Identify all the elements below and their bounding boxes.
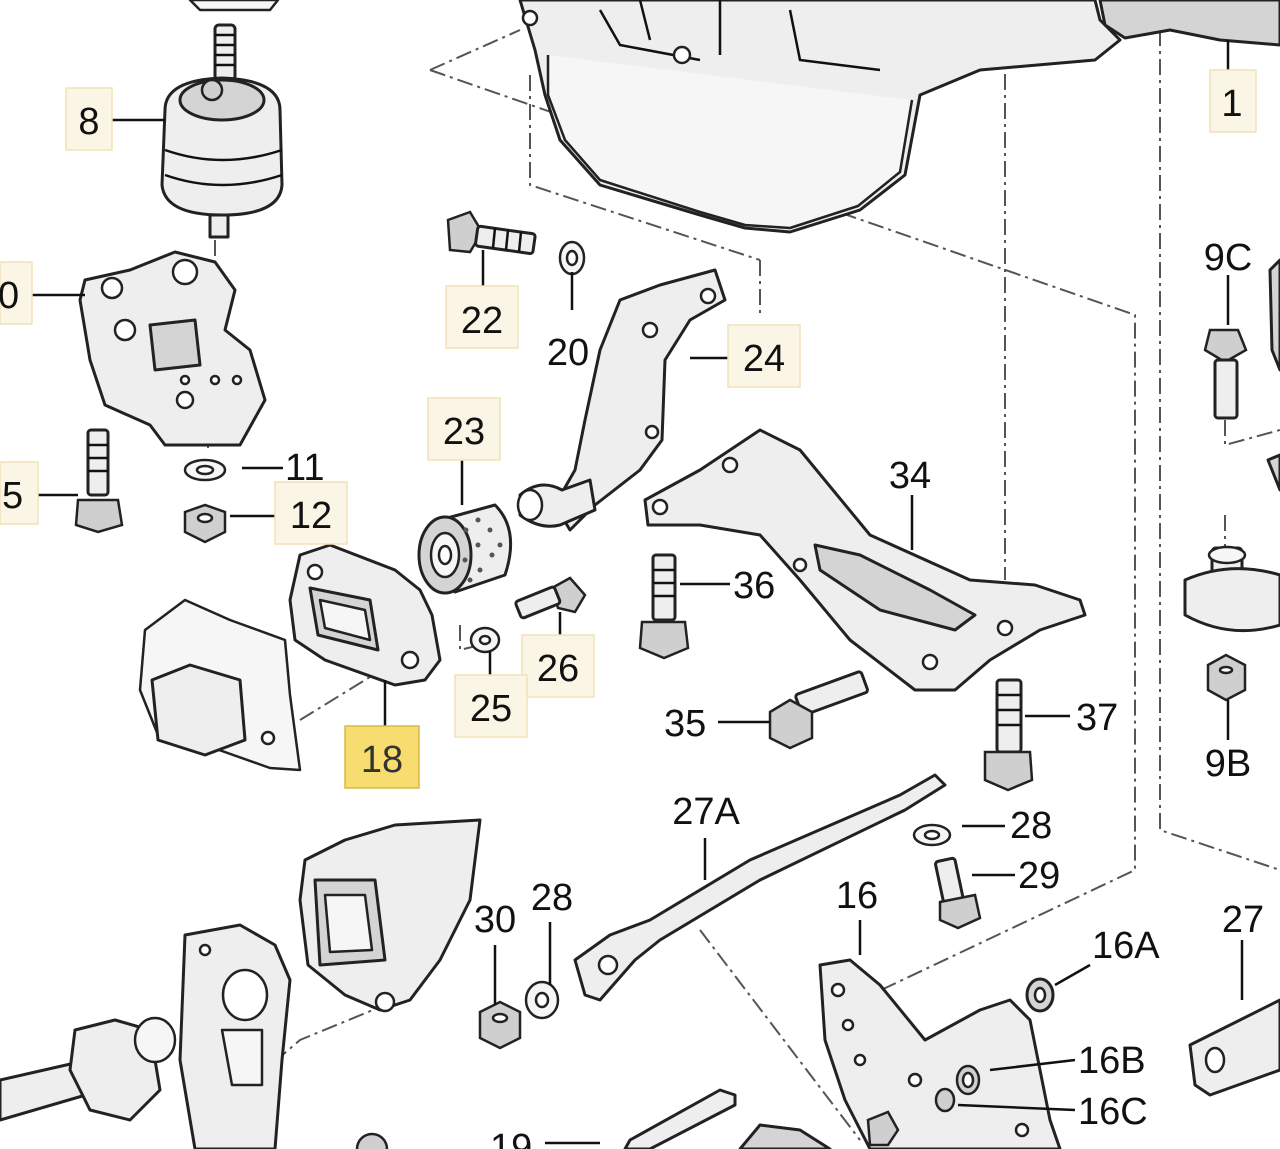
label-9c: 9C (1204, 237, 1253, 279)
part-34-carrier (643, 428, 1087, 692)
part-37-bolt (983, 678, 1034, 792)
part-36-bolt (638, 553, 690, 660)
label-16b: 16B (1078, 1040, 1146, 1082)
part-26-bolt (514, 576, 587, 620)
part-20-washer (558, 240, 586, 276)
part-9b-nut (1206, 653, 1247, 702)
label-34: 34 (889, 455, 931, 497)
label-27a: 27A (672, 791, 740, 833)
part-24-arm (516, 268, 727, 532)
label-leader-lines (30, 40, 1244, 1145)
part-18-mount (288, 543, 442, 687)
label-12: 12 (290, 495, 332, 537)
label-27: 27 (1222, 899, 1264, 941)
label-35: 35 (664, 703, 706, 745)
label-5: 5 (2, 475, 23, 517)
callout-labels: 8 0 5 11 12 22 20 24 23 34 36 26 25 18 3… (0, 83, 1264, 1149)
label-16a: 16A (1092, 925, 1160, 967)
part-16a-washer (1025, 977, 1055, 1013)
label-24: 24 (743, 338, 785, 380)
part-10-bracket (78, 250, 267, 447)
label-18: 18 (361, 739, 403, 781)
label-20: 20 (547, 332, 589, 374)
part-11-washer (183, 458, 227, 482)
label-16: 16 (836, 875, 878, 917)
part-25-washer (469, 626, 501, 654)
label-28-lower: 28 (531, 877, 573, 919)
part-9c-bolt (1203, 328, 1248, 420)
part-1-bracket (1098, 0, 1280, 47)
label-36: 36 (733, 565, 775, 607)
part-16-plate (818, 958, 1062, 1149)
part-23-bushing (417, 503, 513, 595)
body-panel-left (138, 598, 302, 772)
part-12-nut (183, 503, 227, 544)
label-1: 1 (1221, 83, 1242, 125)
label-37: 37 (1076, 697, 1118, 739)
lower-left-assembly (0, 818, 832, 1149)
part-22-bolt (446, 210, 537, 255)
label-boxes (0, 69, 1257, 789)
label-11: 11 (285, 447, 324, 489)
part-5-bolt (74, 428, 124, 534)
label-28-upper: 28 (1010, 805, 1052, 847)
label-8: 8 (78, 101, 99, 143)
part-27-bar (1188, 998, 1280, 1097)
part-29-bolt (934, 856, 982, 930)
label-22: 22 (461, 300, 503, 342)
label-25: 25 (470, 688, 512, 730)
label-16c: 16C (1078, 1091, 1148, 1133)
part-35-bolt (768, 670, 869, 750)
part-27a-rod (573, 773, 947, 1002)
label-23: 23 (443, 411, 485, 453)
label-30: 30 (474, 899, 516, 941)
part-28-washer-lower (524, 980, 560, 1020)
engine-oil-pan (518, 0, 1122, 234)
part-8-engine-mount (160, 0, 284, 239)
label-9b: 9B (1205, 743, 1251, 785)
label-29: 29 (1018, 855, 1060, 897)
right-mount (1183, 258, 1280, 633)
part-28-washer-upper (912, 823, 952, 847)
label-10: 0 (0, 275, 19, 317)
label-26: 26 (537, 648, 579, 690)
part-30-nut (478, 1000, 522, 1050)
label-19: 19 (490, 1127, 532, 1149)
